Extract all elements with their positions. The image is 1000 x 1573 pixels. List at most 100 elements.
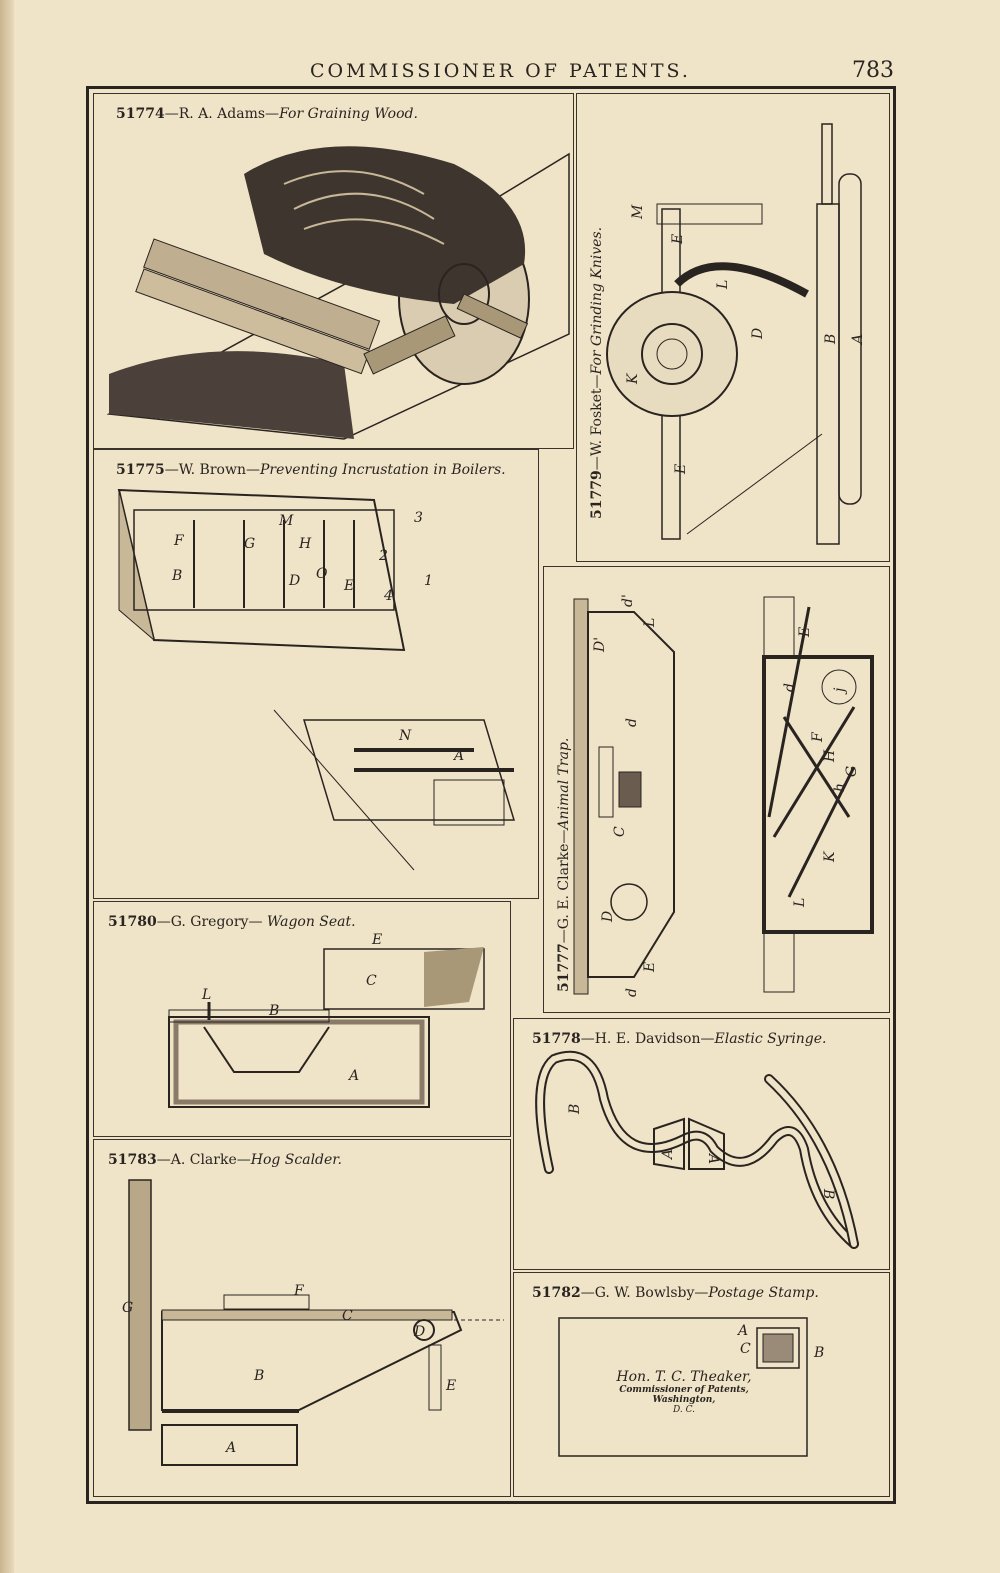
drawing-label: E bbox=[445, 1378, 456, 1394]
drawing-label: B bbox=[567, 1104, 583, 1115]
page-edge bbox=[0, 0, 14, 1573]
patent-number: 51774 bbox=[116, 106, 165, 122]
boiler-incrustation-drawing: M F G H B D O E 1 2 3 4 N A bbox=[117, 488, 516, 871]
drawing-label: 4 bbox=[383, 588, 393, 604]
patent-panel-51780: 51780—G. Gregory— Wagon Seat. E C L B A bbox=[93, 901, 511, 1137]
patent-caption: 51774—R. A. Adams—For Graining Wood. bbox=[116, 106, 418, 122]
patent-panel-51778: 51778—H. E. Davidson—Elastic Syringe. B … bbox=[513, 1018, 890, 1270]
drawing-label: h bbox=[832, 783, 848, 792]
patent-panel-51774: 51774—R. A. Adams—For Graining Wood. bbox=[93, 93, 574, 449]
animal-trap-drawing: d' D' L d C D d E E d j F H h G K L bbox=[573, 594, 874, 997]
wood-graining-machine-drawing bbox=[106, 146, 570, 440]
drawing-label: H bbox=[822, 749, 838, 763]
drawing-label: G bbox=[122, 1300, 133, 1316]
patent-panel-51779: 51779—W. Fosket—For Grinding Knives. M E… bbox=[576, 93, 890, 562]
drawing-label: d bbox=[624, 988, 640, 997]
drawing-label: E bbox=[673, 464, 689, 475]
patent-caption: 51780—G. Gregory— Wagon Seat. bbox=[108, 914, 356, 930]
drawing-label: C bbox=[740, 1341, 751, 1357]
drawing-label: G bbox=[844, 766, 860, 777]
drawing-label: B bbox=[823, 334, 839, 345]
drawing-label: D bbox=[750, 328, 766, 340]
patent-title: Preventing Incrustation in Boilers. bbox=[259, 462, 506, 478]
drawing-label: L bbox=[715, 280, 731, 290]
drawing-label: D bbox=[288, 573, 300, 589]
patent-caption: 51775—W. Brown—Preventing Incrustation i… bbox=[116, 462, 506, 478]
drawing-label: L bbox=[792, 898, 808, 908]
patent-inventor: —A. Clarke— bbox=[156, 1152, 251, 1168]
drawing-label: F bbox=[173, 533, 185, 549]
patent-title: For Graining Wood. bbox=[279, 106, 418, 122]
drawing-label: M bbox=[278, 513, 294, 529]
drawing-label: A bbox=[224, 1440, 236, 1456]
patent-title: Wagon Seat. bbox=[262, 914, 356, 930]
patent-number: 51783 bbox=[108, 1152, 157, 1168]
drawing-label: j bbox=[832, 687, 848, 695]
patent-title: Elastic Syringe. bbox=[714, 1031, 827, 1047]
patent-inventor: —R. A. Adams— bbox=[164, 106, 280, 122]
drawing-label: E bbox=[371, 932, 382, 948]
drawing-label: d bbox=[782, 683, 798, 692]
drawing-label: F bbox=[293, 1283, 305, 1299]
drawing-label: d bbox=[624, 718, 640, 727]
drawing-label: E bbox=[642, 962, 658, 973]
plate-frame bbox=[86, 86, 896, 1504]
drawing-label: D bbox=[413, 1324, 425, 1340]
patent-caption: 51782—G. W. Bowlsby—Postage Stamp. bbox=[532, 1285, 819, 1301]
wagon-seat-drawing: E C L B A bbox=[168, 932, 485, 1108]
drawing-label: L bbox=[201, 987, 211, 1003]
drawing-label: L bbox=[642, 618, 658, 628]
drawing-label: A bbox=[705, 1152, 721, 1164]
drawing-label: D' bbox=[592, 637, 608, 653]
knife-grinder-drawing: M E L D K B A E bbox=[606, 123, 866, 545]
drawing-label: 1 bbox=[424, 573, 433, 589]
patent-number: 51782 bbox=[532, 1285, 581, 1301]
patent-panel-51783: 51783—A. Clarke—Hog Scalder. F C D G B E… bbox=[93, 1139, 511, 1497]
elastic-syringe-drawing: B A A B bbox=[535, 1050, 859, 1249]
running-title: COMMISSIONER OF PATENTS. bbox=[310, 60, 691, 82]
drawing-label: C bbox=[612, 826, 628, 837]
drawing-label: E bbox=[343, 578, 354, 594]
drawing-label: B bbox=[820, 1188, 836, 1199]
address-line: Washington, bbox=[652, 1395, 716, 1405]
drawing-label: E bbox=[797, 627, 813, 638]
drawing-label: A bbox=[347, 1068, 359, 1084]
patent-number: 51775 bbox=[116, 462, 165, 478]
drawing-label: 3 bbox=[414, 510, 423, 526]
drawing-label: B bbox=[253, 1368, 264, 1384]
postage-stamp-envelope-drawing: A C B bbox=[558, 1317, 824, 1457]
drawing-label: A bbox=[452, 748, 464, 764]
drawing-label: H bbox=[298, 536, 312, 552]
drawing-label: O bbox=[316, 566, 328, 582]
drawing-label: A bbox=[736, 1323, 748, 1339]
drawing-label: B bbox=[171, 568, 182, 584]
drawing-label: D bbox=[600, 911, 616, 923]
address-line: D. C. bbox=[672, 1405, 696, 1415]
drawing-label: B bbox=[813, 1345, 824, 1361]
patent-panel-51777: 51777—G. E. Clarke—Animal Trap. d' D' L … bbox=[543, 566, 890, 1013]
patent-inventor: —G. W. Bowlsby— bbox=[580, 1285, 709, 1301]
drawing-label: M bbox=[630, 204, 646, 220]
hog-scalder-drawing: F C D G B E A bbox=[122, 1179, 504, 1466]
drawing-label: N bbox=[398, 728, 412, 744]
drawing-label: K bbox=[625, 372, 641, 385]
patent-inventor: —W. Brown— bbox=[164, 462, 260, 478]
drawing-label: F bbox=[810, 731, 826, 743]
envelope-address: Hon. T. C. Theaker, Commissioner of Pate… bbox=[574, 1369, 794, 1415]
patent-inventor: —G. Gregory— bbox=[156, 914, 263, 930]
patent-caption: 51778—H. E. Davidson—Elastic Syringe. bbox=[532, 1031, 827, 1047]
drawing-label: A bbox=[660, 1149, 676, 1161]
drawing-label: E bbox=[670, 234, 686, 245]
address-line: Commissioner of Patents, bbox=[619, 1385, 749, 1395]
address-line: Hon. T. C. Theaker, bbox=[616, 1369, 752, 1385]
drawing-label: B bbox=[268, 1003, 279, 1019]
page-header: COMMISSIONER OF PATENTS. 783 bbox=[300, 58, 900, 90]
patent-title: Postage Stamp. bbox=[708, 1285, 819, 1301]
drawing-label: C bbox=[342, 1308, 353, 1324]
patent-panel-51775: 51775—W. Brown—Preventing Incrustation i… bbox=[93, 449, 539, 899]
patent-caption: 51783—A. Clarke—Hog Scalder. bbox=[108, 1152, 342, 1168]
patent-title: Hog Scalder. bbox=[250, 1152, 342, 1168]
drawing-label: K bbox=[822, 850, 838, 863]
patent-number: 51780 bbox=[108, 914, 157, 930]
drawing-label: C bbox=[366, 973, 377, 989]
